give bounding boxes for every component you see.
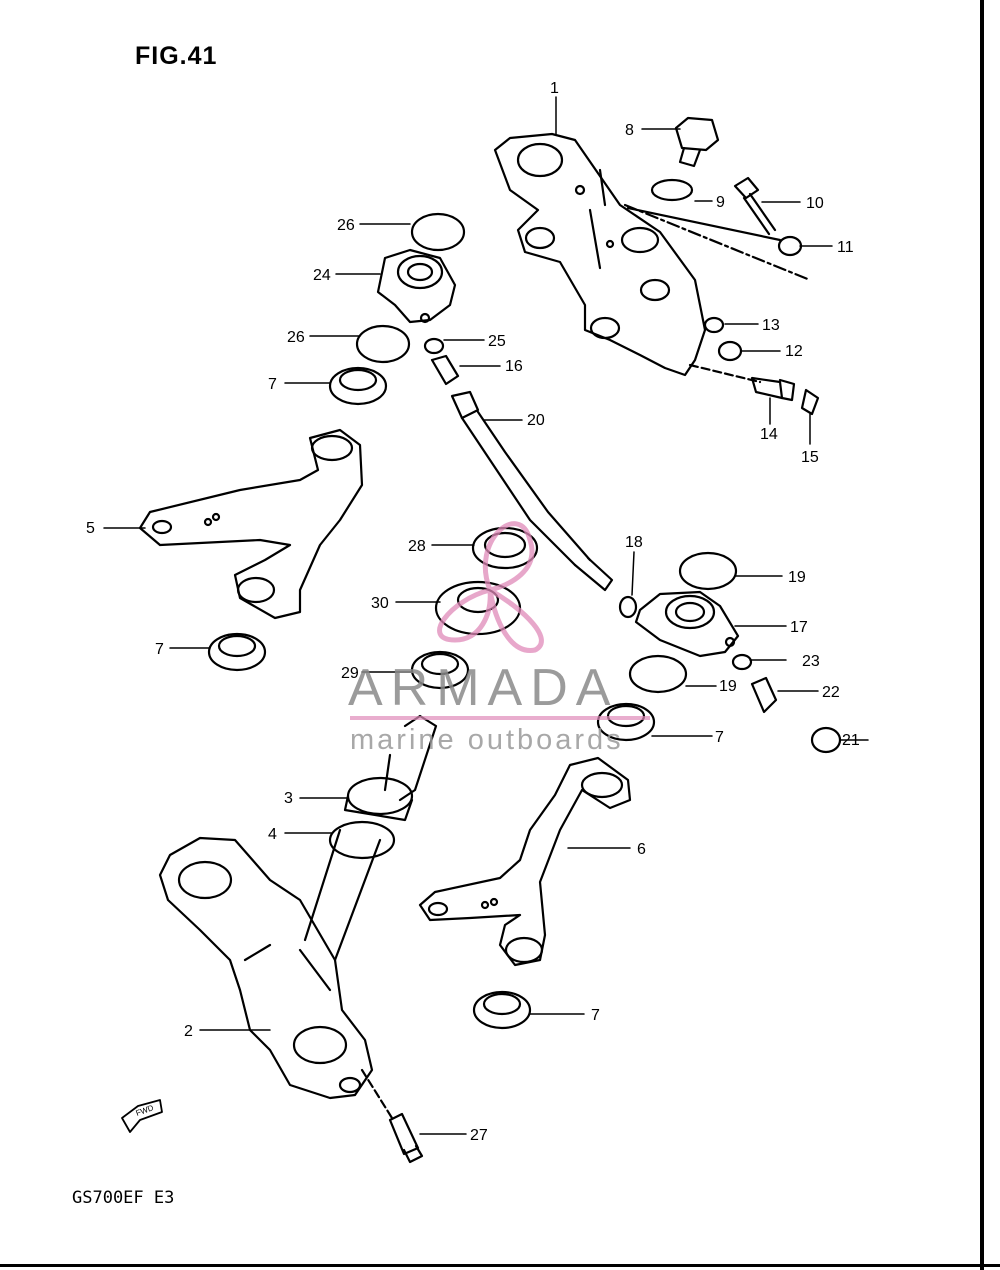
- part-27-bolt: [388, 1112, 424, 1164]
- figure-title: FIG.41: [135, 42, 218, 70]
- callout-26b: 26: [287, 329, 305, 346]
- callout-7b: 7: [155, 641, 164, 658]
- callout-12: 12: [785, 343, 803, 360]
- part-1-upper-bracket: [493, 132, 707, 377]
- part-26-seal-lower: [355, 324, 411, 364]
- callout-20: 20: [527, 412, 545, 429]
- fwd-arrow-icon: [121, 1099, 163, 1133]
- callout-16: 16: [505, 358, 523, 375]
- part-19-seal-upper: [678, 551, 738, 591]
- callout-29: 29: [341, 665, 359, 682]
- part-8-bolt: [674, 116, 720, 168]
- callout-9: 9: [716, 194, 725, 211]
- part-23-washer: [731, 653, 753, 671]
- leader-dash-1: [623, 203, 812, 282]
- part-7-grommet-d: [472, 990, 532, 1030]
- leader-dash-14: [688, 363, 762, 384]
- callout-19b: 19: [719, 678, 737, 695]
- part-25-washer: [423, 337, 445, 355]
- leader-dash-27: [360, 1068, 394, 1120]
- callout-21: 21: [842, 732, 860, 749]
- callout-7a: 7: [268, 376, 277, 393]
- callout-8: 8: [625, 122, 634, 139]
- callout-labels: 1 2 3 4 5 6 7 7 7 7 8 9 10 11 12 13 14 1…: [86, 80, 860, 1144]
- part-5-bracket-left: [138, 428, 364, 620]
- callout-23: 23: [802, 653, 820, 670]
- part-2-lower-bracket: [158, 836, 374, 1100]
- part-7-grommet-b: [207, 632, 267, 672]
- part-13-washer: [703, 316, 725, 334]
- watermark-underline: [350, 716, 650, 720]
- part-19-seal-lower: [628, 654, 688, 694]
- leader-line-11: [626, 206, 782, 242]
- callout-11: 11: [837, 239, 854, 256]
- callout-4: 4: [268, 826, 277, 843]
- callout-24: 24: [313, 267, 331, 284]
- page-border-right: [980, 0, 984, 1270]
- part-26-seal-upper: [410, 212, 466, 252]
- part-4-washer: [328, 820, 396, 860]
- callout-18: 18: [625, 534, 643, 551]
- callout-10: 10: [806, 195, 824, 212]
- model-code: GS700EF E3: [72, 1188, 175, 1208]
- part-7-grommet-a: [328, 366, 388, 406]
- callout-3: 3: [284, 790, 293, 807]
- callout-19a: 19: [788, 569, 806, 586]
- part-20-brake-hose: [450, 390, 614, 592]
- callout-7c: 7: [715, 729, 724, 746]
- callout-15: 15: [801, 449, 819, 466]
- part-18-washer: [618, 595, 638, 619]
- part-15-clip: [800, 388, 820, 416]
- callout-27: 27: [470, 1127, 488, 1144]
- callout-leaders: [103, 96, 869, 1135]
- watermark-propeller-icon: [437, 521, 544, 653]
- part-29-bearing: [410, 650, 470, 690]
- callout-13: 13: [762, 317, 780, 334]
- part-9-washer: [650, 178, 694, 202]
- part-22-fitting: [750, 676, 778, 714]
- callout-1: 1: [550, 80, 559, 97]
- part-11-nut: [777, 235, 803, 257]
- callout-22: 22: [822, 684, 840, 701]
- part-12-nut: [717, 340, 743, 362]
- callout-17: 17: [790, 619, 808, 636]
- part-16-fitting: [430, 354, 460, 386]
- callout-28: 28: [408, 538, 426, 555]
- part-10-bolt: [733, 176, 777, 236]
- part-21-nut: [810, 726, 842, 754]
- page-border-bottom: [0, 1264, 1000, 1267]
- part-14-bolt: [750, 376, 796, 402]
- callout-14: 14: [760, 426, 778, 443]
- part-30-cone-washer: [434, 580, 522, 636]
- callout-6: 6: [637, 841, 646, 858]
- part-17-joint: [634, 590, 740, 658]
- part-24-joint: [376, 248, 457, 324]
- watermark-brand: ARMADA: [348, 659, 619, 717]
- callout-26a: 26: [337, 217, 355, 234]
- part-6-bracket-right: [418, 756, 632, 967]
- watermark-tagline: marine outboards: [350, 724, 624, 756]
- callout-2: 2: [184, 1023, 193, 1040]
- callout-7d: 7: [591, 1007, 600, 1024]
- callout-5: 5: [86, 520, 95, 537]
- callout-30: 30: [371, 595, 389, 612]
- callout-25: 25: [488, 333, 506, 350]
